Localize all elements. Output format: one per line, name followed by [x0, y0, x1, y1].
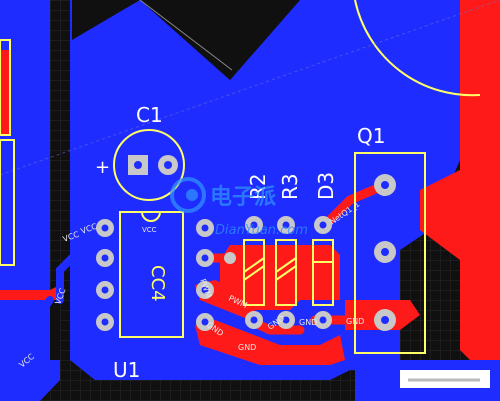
r3-pad-hole — [282, 316, 290, 324]
r2-hatch — [243, 257, 265, 273]
c1-pad-1-hole — [134, 161, 142, 169]
silkscreen-arc — [354, 0, 481, 97]
capacitor-c1[interactable]: C1 + — [95, 103, 185, 201]
diode-d3[interactable]: D3 — [312, 172, 338, 329]
r3-designator: R3 — [278, 173, 302, 200]
c1-outline — [113, 129, 185, 201]
q1-outline — [354, 152, 426, 354]
u1-pin1-notch — [141, 211, 161, 222]
c1-polarity-mark: + — [95, 157, 110, 178]
watermark-logo-icon — [170, 177, 206, 213]
transistor-q1[interactable]: Q1 — [354, 124, 426, 354]
via[interactable] — [224, 252, 236, 264]
u1-outline — [119, 211, 184, 338]
d3-outline — [312, 239, 334, 306]
resistor-r2[interactable]: R2 — [243, 173, 270, 329]
guide-line — [139, 0, 233, 71]
r3-hatch — [275, 265, 297, 281]
d3-pad-hole — [319, 316, 327, 324]
r2-pad-hole — [250, 316, 258, 324]
r2-designator: R2 — [246, 173, 270, 200]
q1-pad-hole — [381, 181, 389, 189]
watermark-url: DianYuan.com — [215, 223, 308, 238]
q1-pad-hole — [381, 316, 389, 324]
c1-designator: C1 — [136, 103, 163, 127]
net-label-gnd: GND — [238, 343, 256, 352]
net-label-gnd: GND — [299, 318, 317, 327]
guide-line — [0, 0, 500, 176]
ic-u1[interactable]: CC4 VCC U1 — [96, 211, 214, 382]
r3-hatch — [275, 257, 297, 273]
r2-outline — [243, 239, 265, 306]
u1-pad-holes — [101, 224, 209, 326]
watermark-brand: 电子派 — [210, 185, 276, 210]
pour-cutout — [140, 0, 300, 80]
pour-cutout — [50, 300, 60, 360]
u1-body-text: CC4 — [147, 265, 168, 302]
q1-designator: Q1 — [357, 124, 385, 148]
bottom-trace[interactable] — [0, 251, 109, 324]
net-label-gnd: GND — [346, 317, 364, 326]
watermark-logo-dot — [186, 189, 198, 201]
pour-cutout — [72, 0, 140, 40]
r3-outline — [275, 239, 297, 306]
r2-pad-hole — [250, 221, 258, 229]
left-connector-outline — [0, 39, 15, 266]
resistor-r3[interactable]: R3 — [275, 173, 302, 329]
r2-hatch — [243, 265, 265, 281]
watermark: 电子派 DianYuan.com — [170, 177, 308, 238]
d3-pad-hole — [319, 221, 327, 229]
d3-designator: D3 — [314, 172, 338, 200]
u1-designator: U1 — [113, 358, 140, 382]
r3-pad-hole — [282, 221, 290, 229]
c1-pad-2-hole — [164, 161, 172, 169]
u1-pin-net-label: VCC — [142, 226, 157, 234]
q1-pad-hole — [381, 248, 389, 256]
